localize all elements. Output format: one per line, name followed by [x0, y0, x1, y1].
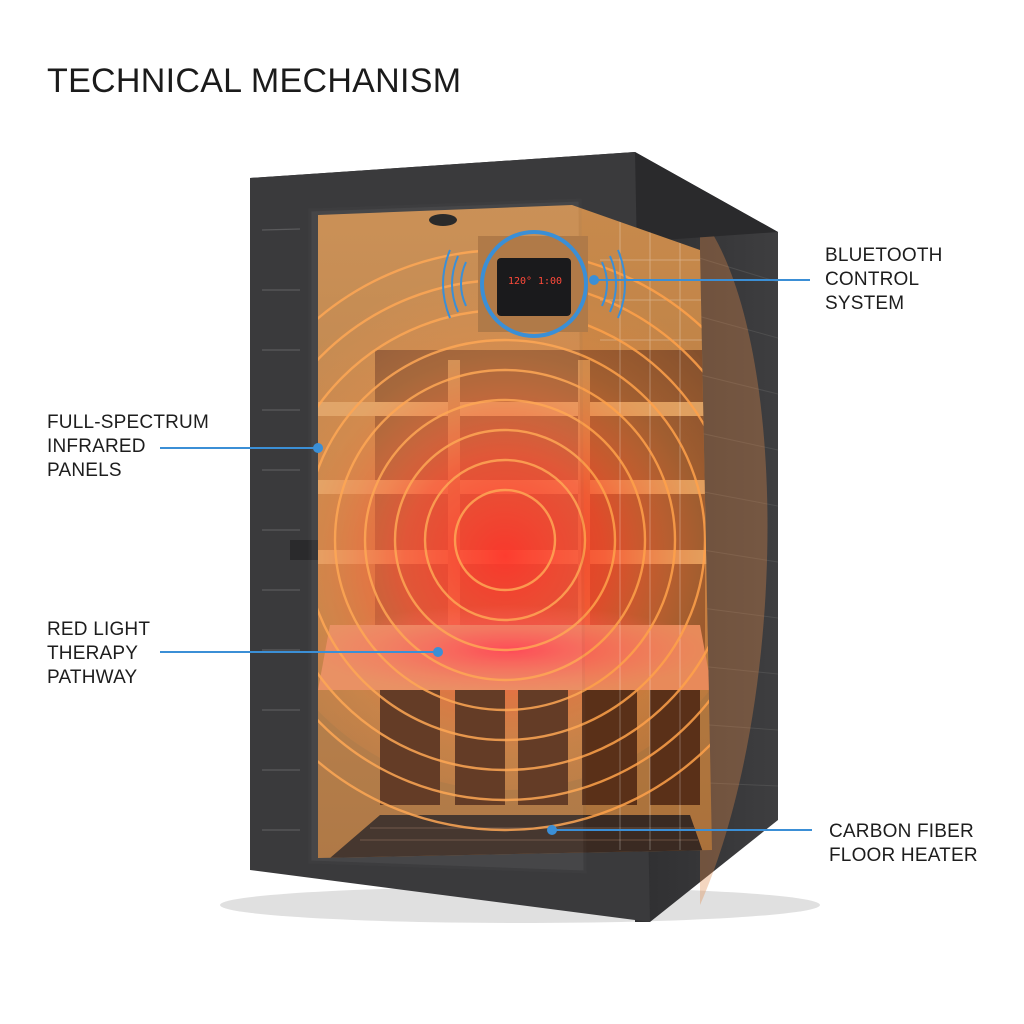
- page-title: TECHNICAL MECHANISM: [47, 62, 462, 100]
- leader-lines: [160, 279, 812, 831]
- control-panel: [442, 230, 626, 338]
- callout-line: FULL-SPECTRUM: [47, 412, 210, 433]
- callout-line: RED LIGHT: [47, 619, 151, 640]
- floor-heater-plate: [330, 815, 705, 858]
- callout-floor-heater: CARBON FIBER FLOOR HEATER: [829, 820, 978, 868]
- front-left-slats: [261, 228, 301, 831]
- door-handle: [290, 540, 320, 560]
- callout-line: SYSTEM: [825, 293, 905, 314]
- callout-line: BLUETOOTH: [825, 245, 943, 266]
- bluetooth-waves-right: [601, 249, 626, 319]
- callout-line: CARBON FIBER: [829, 821, 974, 842]
- ceiling-light: [429, 214, 457, 226]
- callout-line: INFRARED: [47, 436, 146, 457]
- callout-infrared: FULL-SPECTRUM INFRARED PANELS: [47, 411, 209, 483]
- callout-bluetooth: BLUETOOTH CONTROL SYSTEM: [825, 244, 943, 316]
- leader-dots: [313, 275, 599, 835]
- bluetooth-waves-left: [442, 249, 467, 319]
- timer-readout: 1:00: [538, 276, 562, 287]
- callout-line: PATHWAY: [47, 667, 138, 688]
- temperature-readout: 120°: [508, 276, 532, 287]
- callout-line: FLOOR HEATER: [829, 845, 978, 866]
- callout-line: PANELS: [47, 460, 122, 481]
- callout-red-light: RED LIGHT THERAPY PATHWAY: [47, 618, 150, 690]
- callout-line: THERAPY: [47, 643, 139, 664]
- glass-door: [308, 198, 587, 874]
- side-heat-dome: [700, 215, 768, 905]
- callout-line: CONTROL: [825, 269, 920, 290]
- bench-front: [380, 690, 700, 805]
